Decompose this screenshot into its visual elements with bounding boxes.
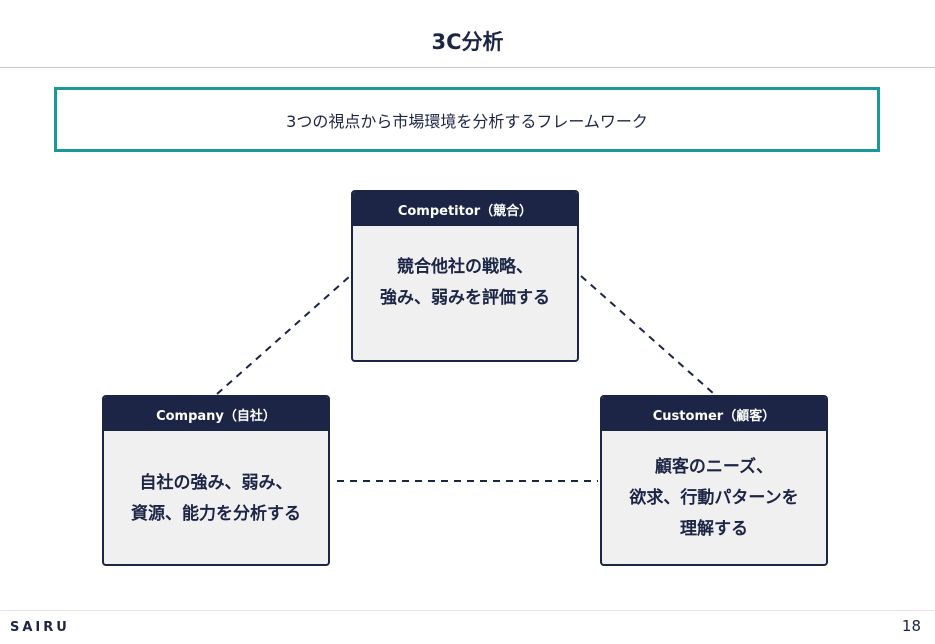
customer-card-line: 理解する [680, 519, 748, 539]
sairu-logo: SAIRU [10, 620, 70, 635]
company-card-header: Company（自社） [104, 397, 328, 431]
customer-card-line: 欲求、行動パターンを [629, 488, 799, 508]
connector-company-competitor [216, 275, 351, 395]
footer-divider [0, 610, 935, 611]
customer-card: Customer（顧客） 顧客のニーズ、 欲求、行動パターンを 理解する [600, 395, 828, 566]
customer-card-line: 顧客のニーズ、 [654, 457, 774, 477]
competitor-card-line: 競合他社の戦略、 [397, 256, 533, 277]
company-card: Company（自社） 自社の強み、弱み、 資源、能力を分析する [102, 395, 330, 566]
page-number: 18 [901, 617, 921, 635]
company-card-line: 資源、能力を分析する [131, 503, 301, 524]
subtitle-box: 3つの視点から市場環境を分析するフレームワーク [54, 87, 880, 152]
customer-card-body: 顧客のニーズ、 欲求、行動パターンを 理解する [602, 431, 826, 564]
customer-card-header: Customer（顧客） [602, 397, 826, 431]
competitor-card: Competitor（競合） 競合他社の戦略、 強み、弱みを評価する [351, 190, 579, 362]
company-card-line: 自社の強み、弱み、 [139, 472, 293, 493]
company-card-body: 自社の強み、弱み、 資源、能力を分析する [104, 431, 328, 564]
competitor-card-header: Competitor（競合） [353, 192, 577, 226]
subtitle-text: 3つの視点から市場環境を分析するフレームワーク [286, 111, 648, 131]
competitor-card-line: 強み、弱みを評価する [380, 287, 550, 308]
title-divider [0, 67, 935, 68]
slide-title: 3C分析 [431, 30, 504, 54]
connector-competitor-customer [580, 275, 715, 395]
competitor-card-body: 競合他社の戦略、 強み、弱みを評価する [353, 226, 577, 333]
